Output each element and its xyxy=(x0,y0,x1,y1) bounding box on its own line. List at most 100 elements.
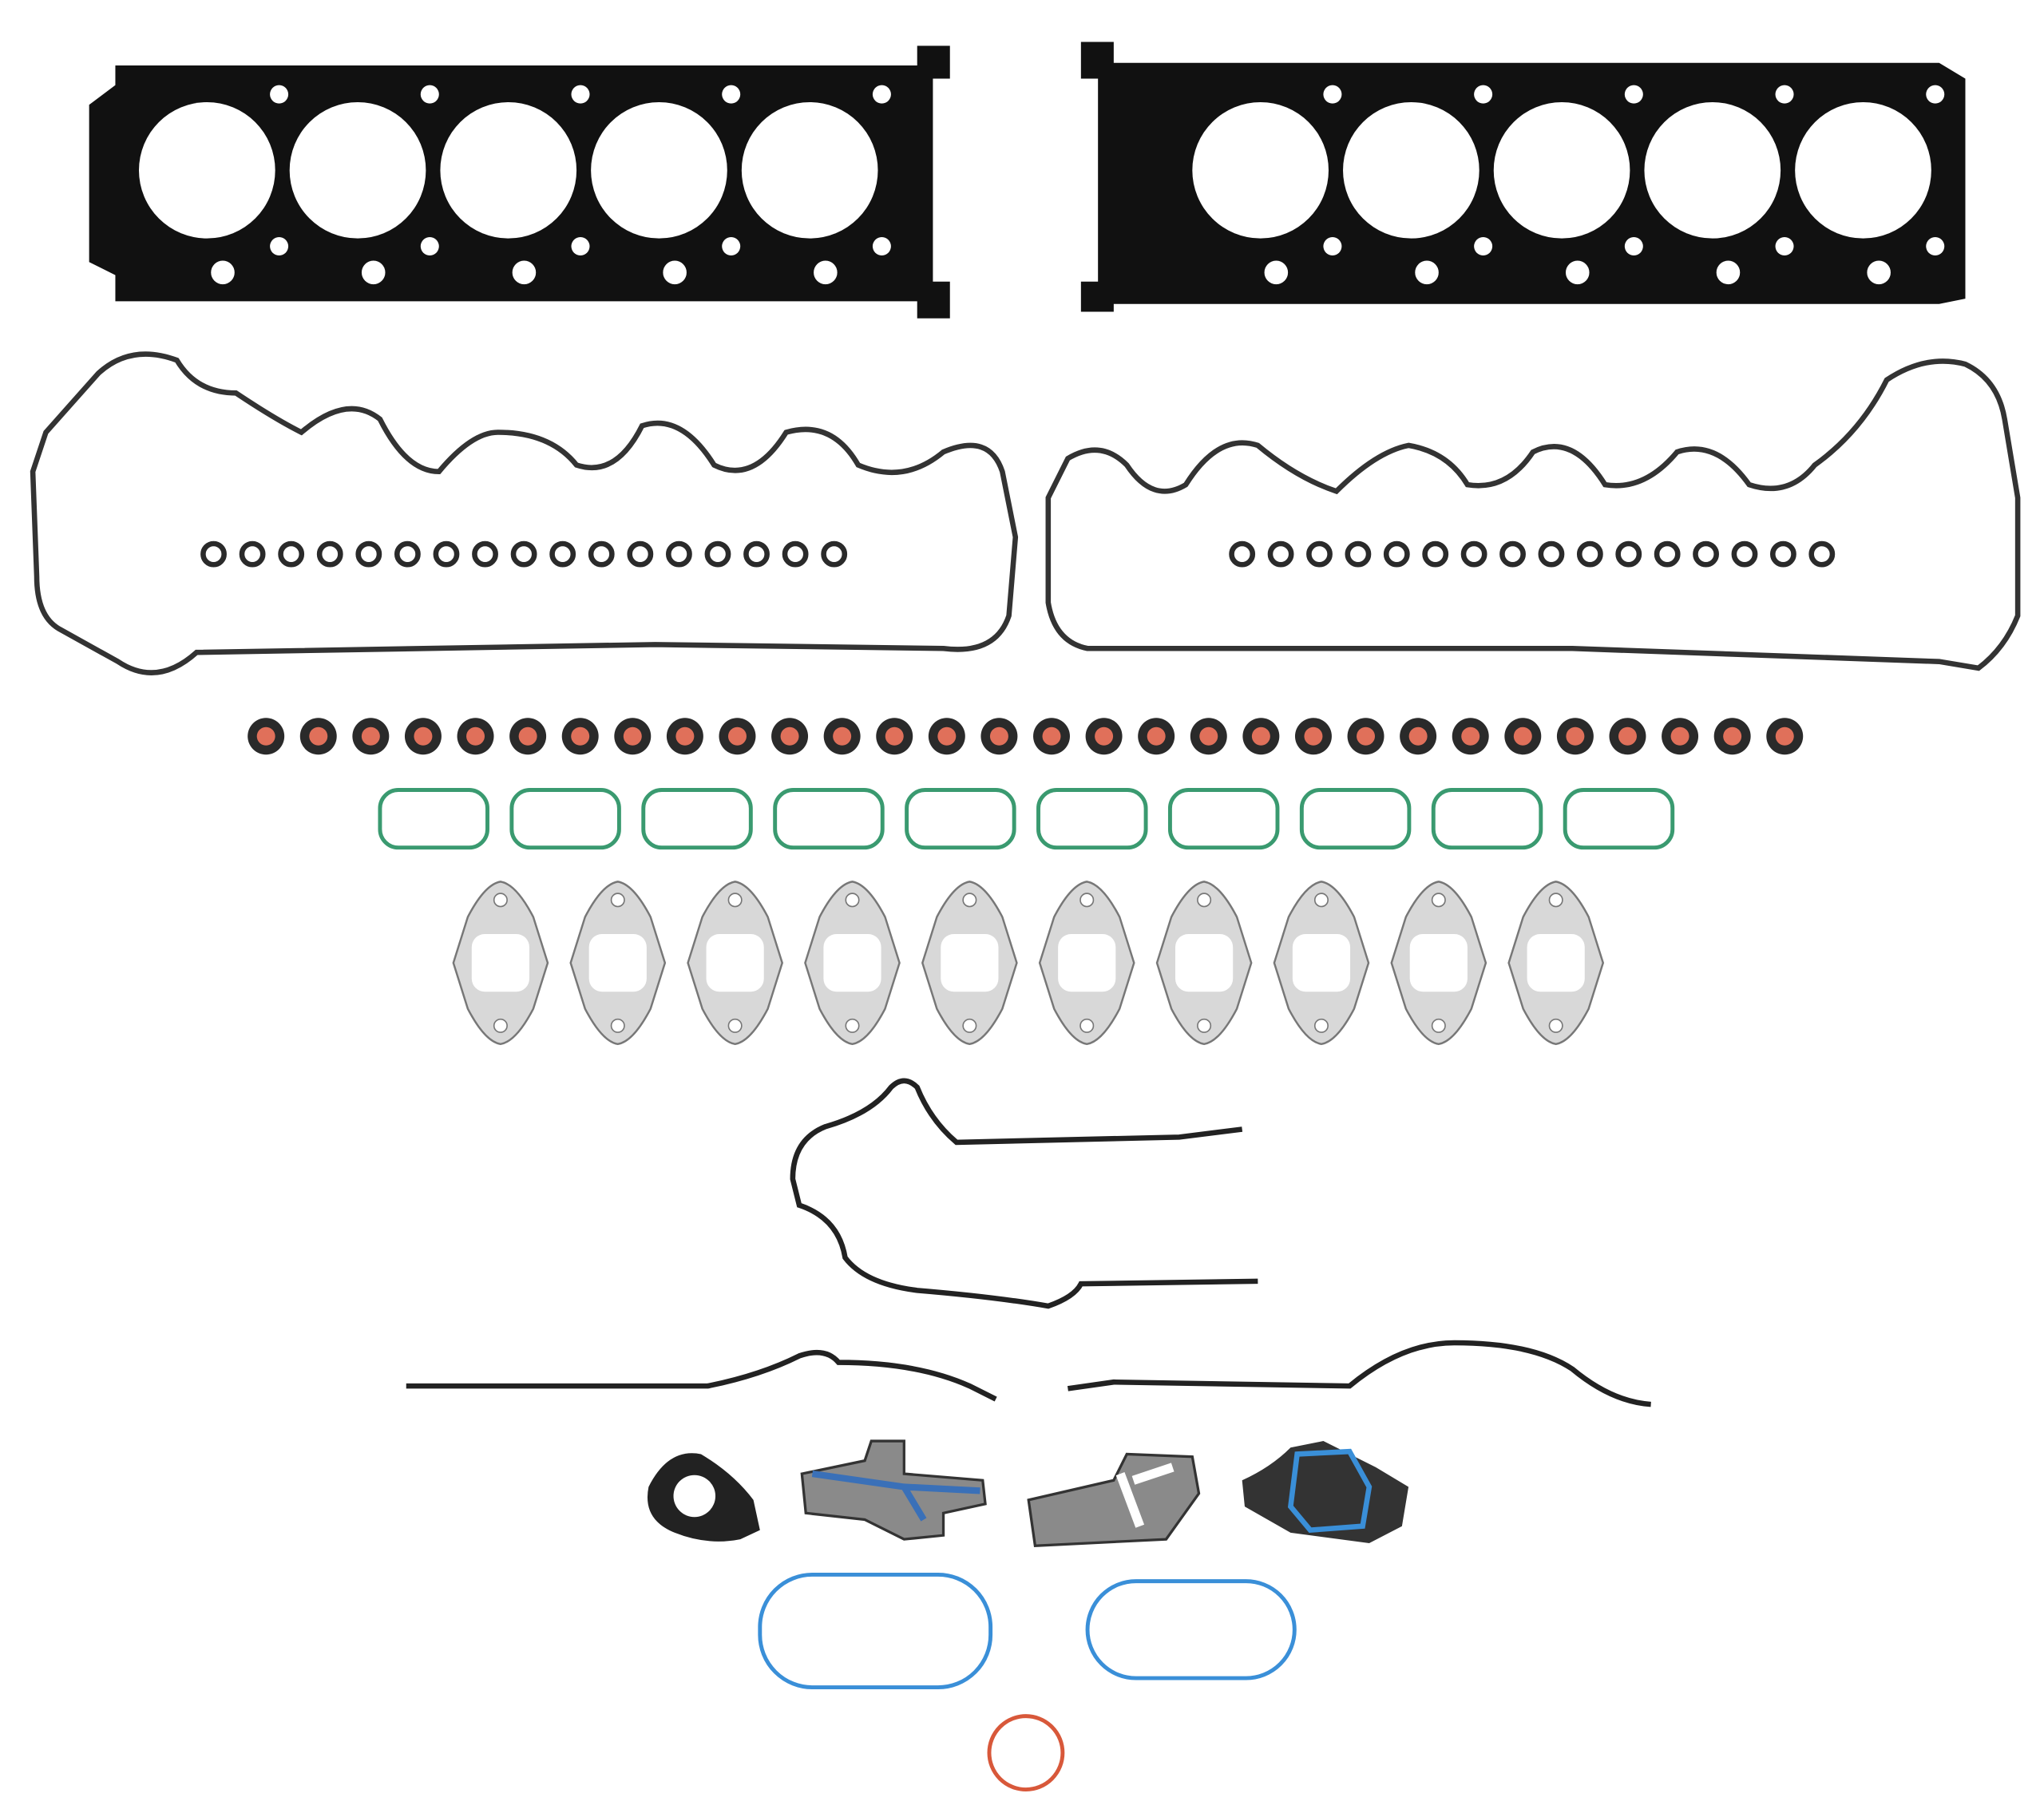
bolt-hole xyxy=(872,237,891,255)
water-pump-gasket-black xyxy=(647,1453,760,1542)
small-oring xyxy=(1615,540,1642,568)
bolt-hole xyxy=(420,85,439,104)
valve-stem-seal-center xyxy=(1042,726,1061,746)
small-oring xyxy=(1267,540,1294,568)
exhaust-port xyxy=(1175,933,1234,992)
cylinder-bore xyxy=(591,101,727,239)
bolt-hole xyxy=(1926,237,1945,255)
bolt-hole xyxy=(845,1018,860,1033)
timing-gasket-lower-left xyxy=(406,1349,997,1402)
bolt-hole xyxy=(1624,85,1643,104)
water-outlet-gasket-blue xyxy=(1242,1441,1409,1544)
exhaust-port xyxy=(706,933,764,992)
bolt-hole xyxy=(962,893,977,908)
valve-stem-seal-center xyxy=(414,726,433,746)
intake-gasket xyxy=(509,788,621,850)
valve-stem-seal-center xyxy=(1357,726,1376,746)
valve-stem-seal-center xyxy=(518,726,537,746)
valve-stem-seal-center xyxy=(256,726,275,746)
exhaust-port xyxy=(823,933,881,992)
small-oring xyxy=(1731,540,1758,568)
small-oring xyxy=(394,540,421,568)
bolt-hole xyxy=(1313,893,1329,908)
valve-stem-seal-center xyxy=(1199,726,1218,746)
intake-gasket xyxy=(773,788,885,850)
small-oring xyxy=(782,540,809,568)
small-oring xyxy=(588,540,615,568)
cylinder-bore xyxy=(1493,101,1630,239)
small-oring xyxy=(1460,540,1487,568)
exhaust-port xyxy=(471,933,530,992)
small-oring xyxy=(278,540,305,568)
bolt-hole xyxy=(420,237,439,255)
small-oring xyxy=(1808,540,1836,568)
valve-stem-seal-center xyxy=(1461,726,1480,746)
small-oring xyxy=(1693,540,1719,568)
thermostat-plate-gasket-left xyxy=(800,1439,987,1541)
small-oring xyxy=(1306,540,1333,568)
orange-oring xyxy=(987,1714,1065,1792)
cylinder-bore xyxy=(1192,101,1329,239)
bolt-hole xyxy=(493,893,508,908)
valve-stem-seal-center xyxy=(937,726,957,746)
small-oring xyxy=(510,540,537,568)
small-oring xyxy=(704,540,731,568)
intake-plenum-seal-left xyxy=(758,1572,993,1690)
valve-stem-seal-center xyxy=(780,726,799,746)
valve-stem-seal-center xyxy=(361,726,380,746)
bolt-hole xyxy=(1197,1018,1212,1033)
valve-stem-seal-center xyxy=(309,726,328,746)
valve-stem-seal-center xyxy=(1775,726,1794,746)
small-oring xyxy=(1422,540,1449,568)
bolt-hole xyxy=(727,1018,743,1033)
small-oring xyxy=(1576,540,1603,568)
cylinder-bore xyxy=(138,101,275,239)
valve-stem-seal-center xyxy=(885,726,904,746)
bolt-hole xyxy=(1313,1018,1329,1033)
bolt-hole xyxy=(211,260,235,285)
thermostat-plate-gasket-right xyxy=(1027,1452,1201,1548)
valve-stem-seals xyxy=(248,718,1804,755)
small-oring xyxy=(665,540,692,568)
bolt-hole xyxy=(1415,260,1439,285)
valve-stem-seal-center xyxy=(675,726,695,746)
bolt-hole xyxy=(1775,85,1794,104)
bolt-hole xyxy=(610,1018,625,1033)
small-oring xyxy=(316,540,343,568)
intake-plenum-seal-right xyxy=(1085,1579,1297,1680)
bolt-hole xyxy=(845,893,860,908)
valve-stem-seal-center xyxy=(1670,726,1689,746)
valve-cover-gasket-right xyxy=(1045,358,2021,671)
intake-gasket xyxy=(378,788,489,850)
bolt-hole xyxy=(1431,893,1446,908)
bolt-hole xyxy=(512,260,537,285)
bolt-hole xyxy=(1565,260,1590,285)
bolt-hole xyxy=(1926,85,1945,104)
small-oring xyxy=(472,540,498,568)
bolt-hole xyxy=(814,260,838,285)
small-oring xyxy=(1769,540,1796,568)
small-oring xyxy=(1383,540,1410,568)
small-orings-left xyxy=(200,540,848,568)
valve-stem-seal-center xyxy=(989,726,1008,746)
valve-stem-seal-center xyxy=(466,726,485,746)
exhaust-port xyxy=(1409,933,1468,992)
valve-stem-seal-center xyxy=(833,726,852,746)
exhaust-gaskets xyxy=(452,881,1605,1046)
small-orings-right xyxy=(1229,540,1836,568)
bolt-hole xyxy=(1197,893,1212,908)
small-oring xyxy=(627,540,654,568)
bolt-hole xyxy=(1474,237,1493,255)
bolt-hole xyxy=(727,893,743,908)
bolt-hole xyxy=(610,893,625,908)
bolt-hole xyxy=(1867,260,1891,285)
bolt-hole xyxy=(270,85,289,104)
cylinder-bore xyxy=(741,101,878,239)
valve-stem-seal-center xyxy=(1147,726,1166,746)
exhaust-port xyxy=(941,933,999,992)
small-oring xyxy=(1538,540,1565,568)
bolt-hole xyxy=(1474,85,1493,104)
intake-gasket xyxy=(1167,788,1280,850)
exhaust-port xyxy=(1058,933,1116,992)
intake-gaskets xyxy=(378,788,1675,850)
